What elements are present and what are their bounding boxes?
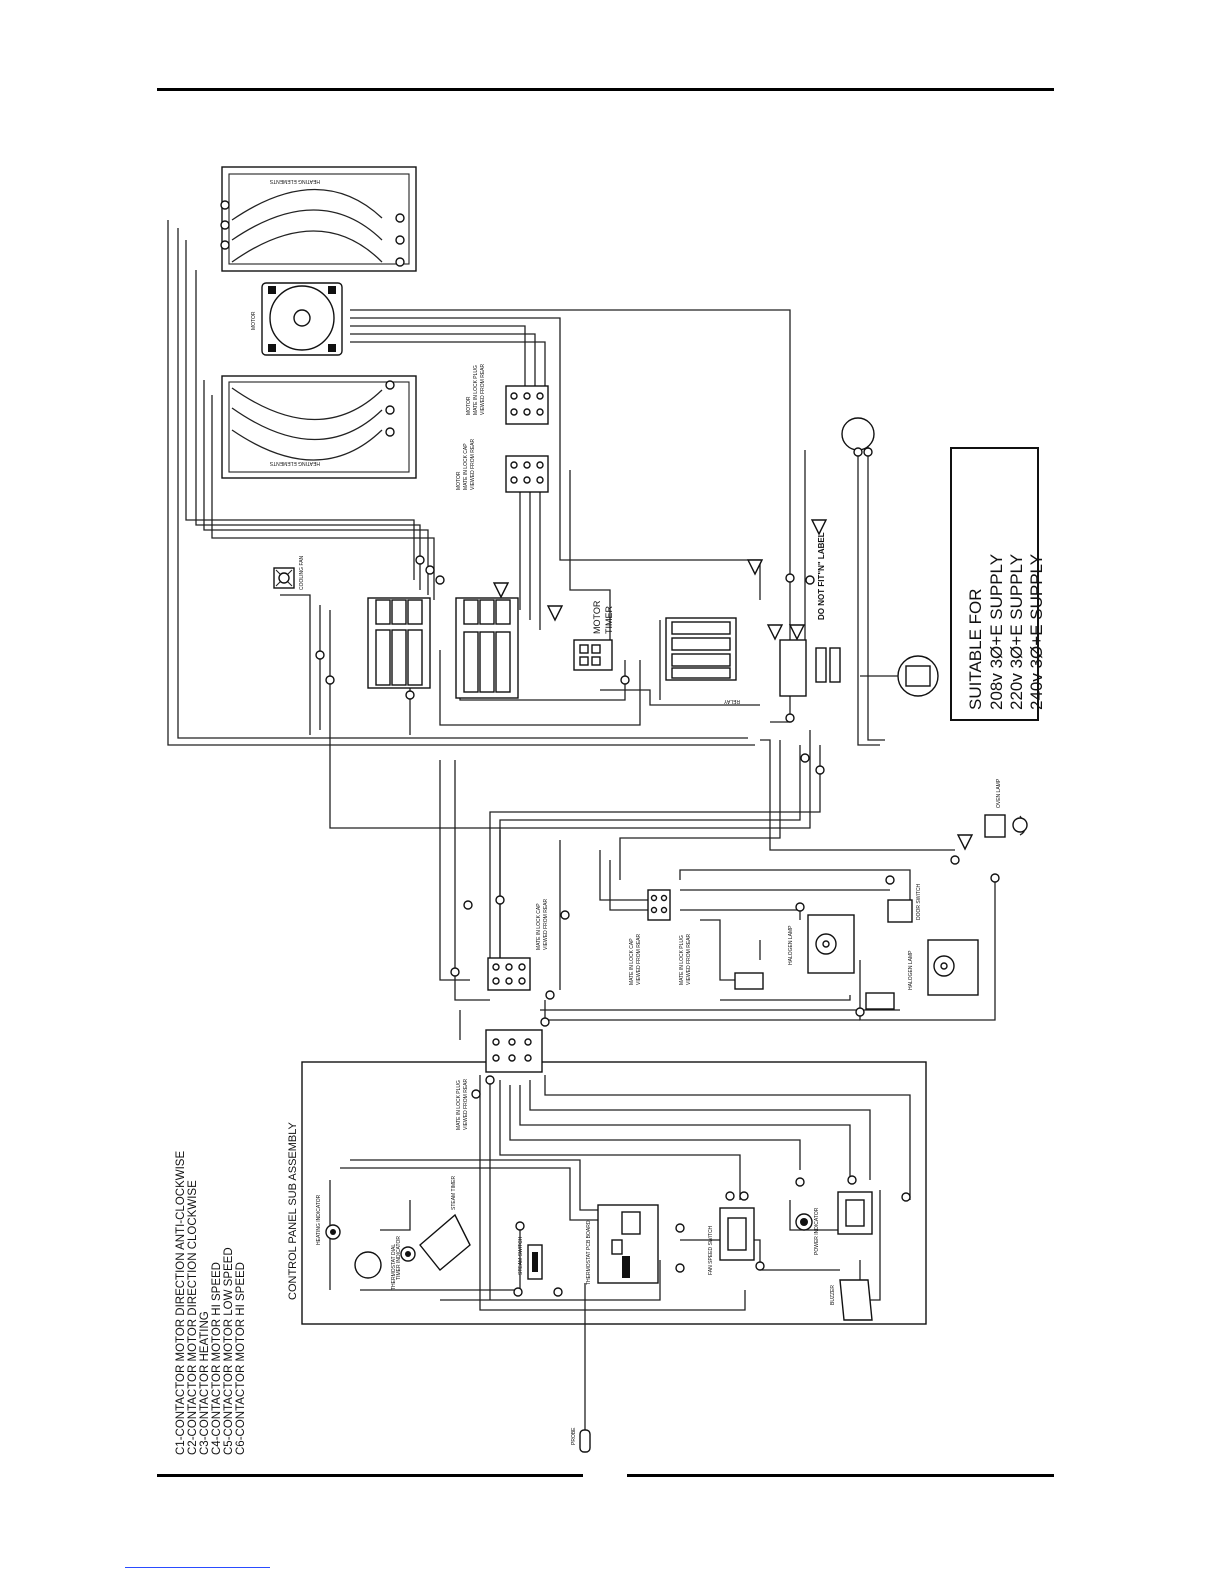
motor-timer-label-1: MOTOR — [592, 600, 602, 634]
legend-item-2: C2-CONTACTOR MOTOR DIRECTION CLOCKWISE — [187, 1180, 199, 1455]
motor-plug-label-3: VIEWED FROM REAR — [480, 363, 486, 415]
oven-lamp-label: OVEN LAMP — [996, 778, 1002, 808]
fan-motor-label: MOTOR — [251, 311, 257, 330]
door-switch: DOOR SWITCH — [887, 884, 922, 923]
cap-right-label-1: MATE IN LOCK CAP — [629, 938, 635, 985]
power-indicator-label: POWER INDICATOR — [814, 1207, 820, 1255]
steam-timer-label: STEAM TIMER — [451, 1176, 457, 1210]
supply-line-1: 208v 3Ø+E SUPPLY — [987, 554, 1006, 710]
footer-rule-left — [157, 1474, 583, 1477]
mid-cap: MATE IN LOCK CAP VIEWED FROM REAR — [487, 898, 549, 991]
plug-right-label-1: MATE IN LOCK PLUG — [679, 935, 685, 985]
do-not-fit-label: DO NOT FIT"N" LABEL — [817, 532, 826, 620]
motor-plug: MOTOR MATE IN LOCK PLUG VIEWED FROM REAR — [466, 363, 549, 425]
supply-box: SUITABLE FOR 208v 3Ø+E SUPPLY 220v 3Ø+E … — [950, 447, 1046, 721]
halogen-lamp-2: HALOGEN LAMP — [865, 939, 979, 1010]
cap-mid-label-2: VIEWED FROM REAR — [543, 898, 549, 950]
cap-mid-label-1: MATE IN LOCK CAP — [536, 903, 542, 950]
cooling-fan-label: COOLING FAN — [299, 555, 305, 590]
thermostat-dial-label: THERMOSTAT DIAL — [391, 1244, 397, 1290]
motor-cap-label-3: VIEWED FROM REAR — [470, 438, 476, 490]
motor-plug-label-2: MATE IN LOCK PLUG — [473, 365, 479, 415]
probe-label: PROBE — [571, 1427, 577, 1445]
steam-switch-label: STEAM SWITCH — [518, 1236, 524, 1275]
control-panel: CONTROL PANEL SUB ASSEMBLY MATE IN LOCK … — [287, 1029, 927, 1325]
footer-link-underline[interactable] — [125, 1567, 270, 1568]
legend: C1-CONTACTOR MOTOR DIRECTION ANTI-CLOCKW… — [175, 1151, 247, 1455]
heater-bottom-label: HEATING ELEMENTS — [269, 460, 320, 466]
motor-plug-label-1: MOTOR — [466, 396, 472, 415]
plug-right-label-2: VIEWED FROM REAR — [686, 933, 692, 985]
motor-cap: MOTOR MATE IN LOCK CAP VIEWED FROM REAR — [456, 438, 549, 493]
supply-line-3: 240v 3Ø+E SUPPLY — [1027, 554, 1046, 710]
footer-rule-right — [627, 1474, 1054, 1477]
motor-timer: MOTOR TIMER — [573, 600, 614, 671]
pressure-switch — [841, 417, 875, 457]
supply-title: SUITABLE FOR — [966, 588, 985, 710]
legend-item-6: C6-CONTACTOR MOTOR HI SPEED — [235, 1262, 247, 1455]
plug-low-label-2: VIEWED FROM REAR — [463, 1078, 469, 1130]
terminal-markers — [315, 555, 1000, 1297]
supply-terminal — [860, 655, 939, 697]
right-connector: MATE IN LOCK CAP VIEWED FROM REAR MATE I… — [629, 889, 692, 985]
buzzer-label: BUZZER — [830, 1285, 836, 1305]
cooling-fan: COOLING FAN — [273, 555, 305, 590]
terminal-strip — [779, 639, 841, 697]
halogen-lamp-2-label: HALOGEN LAMP — [908, 950, 914, 990]
halogen-lamp-1-label: HALOGEN LAMP — [788, 925, 794, 965]
oven-lamp: OVEN LAMP — [984, 778, 1028, 838]
motor-timer-label-2: TIMER — [604, 606, 614, 634]
cap-right-label-2: VIEWED FROM REAR — [636, 933, 642, 985]
motor-cap-label-1: MOTOR — [456, 471, 462, 490]
door-switch-label: DOOR SWITCH — [916, 884, 922, 920]
relay-label: RELAY — [723, 698, 740, 704]
header-rule — [157, 88, 1054, 91]
probe: PROBE — [571, 1283, 591, 1453]
legend-item-3: C3-CONTACTOR HEATING — [199, 1311, 211, 1455]
mark-triangles — [492, 519, 974, 851]
halogen-lamp-1: HALOGEN LAMP — [734, 914, 855, 990]
legend-item-5: C5-CONTACTOR MOTOR LOW SPEED — [223, 1247, 235, 1455]
thermostat-pcb-label: THERMOSTAT PCB BOARD — [586, 1220, 592, 1285]
heating-element-top: HEATING ELEMENTS — [220, 166, 417, 272]
legend-item-1: C1-CONTACTOR MOTOR DIRECTION ANTI-CLOCKW… — [175, 1151, 187, 1455]
heating-element-bottom: HEATING ELEMENTS — [221, 375, 417, 479]
relay-block: RELAY — [665, 617, 740, 704]
heater-top-label: HEATING ELEMENTS — [269, 178, 320, 184]
heating-indicator-label: HEATING INDICATOR — [316, 1194, 322, 1245]
control-panel-title: CONTROL PANEL SUB ASSEMBLY — [287, 1121, 299, 1300]
legend-item-4: C4-CONTACTOR MOTOR HI SPEED — [211, 1262, 223, 1455]
contactor-bank — [367, 597, 519, 699]
fan-switch-label: FAN SPEED SWITCH — [708, 1225, 714, 1275]
fan-motor: MOTOR — [251, 282, 343, 356]
supply-line-2: 220v 3Ø+E SUPPLY — [1007, 554, 1026, 710]
plug-low-label-1: MATE IN LOCK PLUG — [456, 1080, 462, 1130]
timer-indicator-label: TIMER INDICATOR — [396, 1236, 402, 1280]
motor-cap-label-2: MATE IN LOCK CAP — [463, 443, 469, 490]
